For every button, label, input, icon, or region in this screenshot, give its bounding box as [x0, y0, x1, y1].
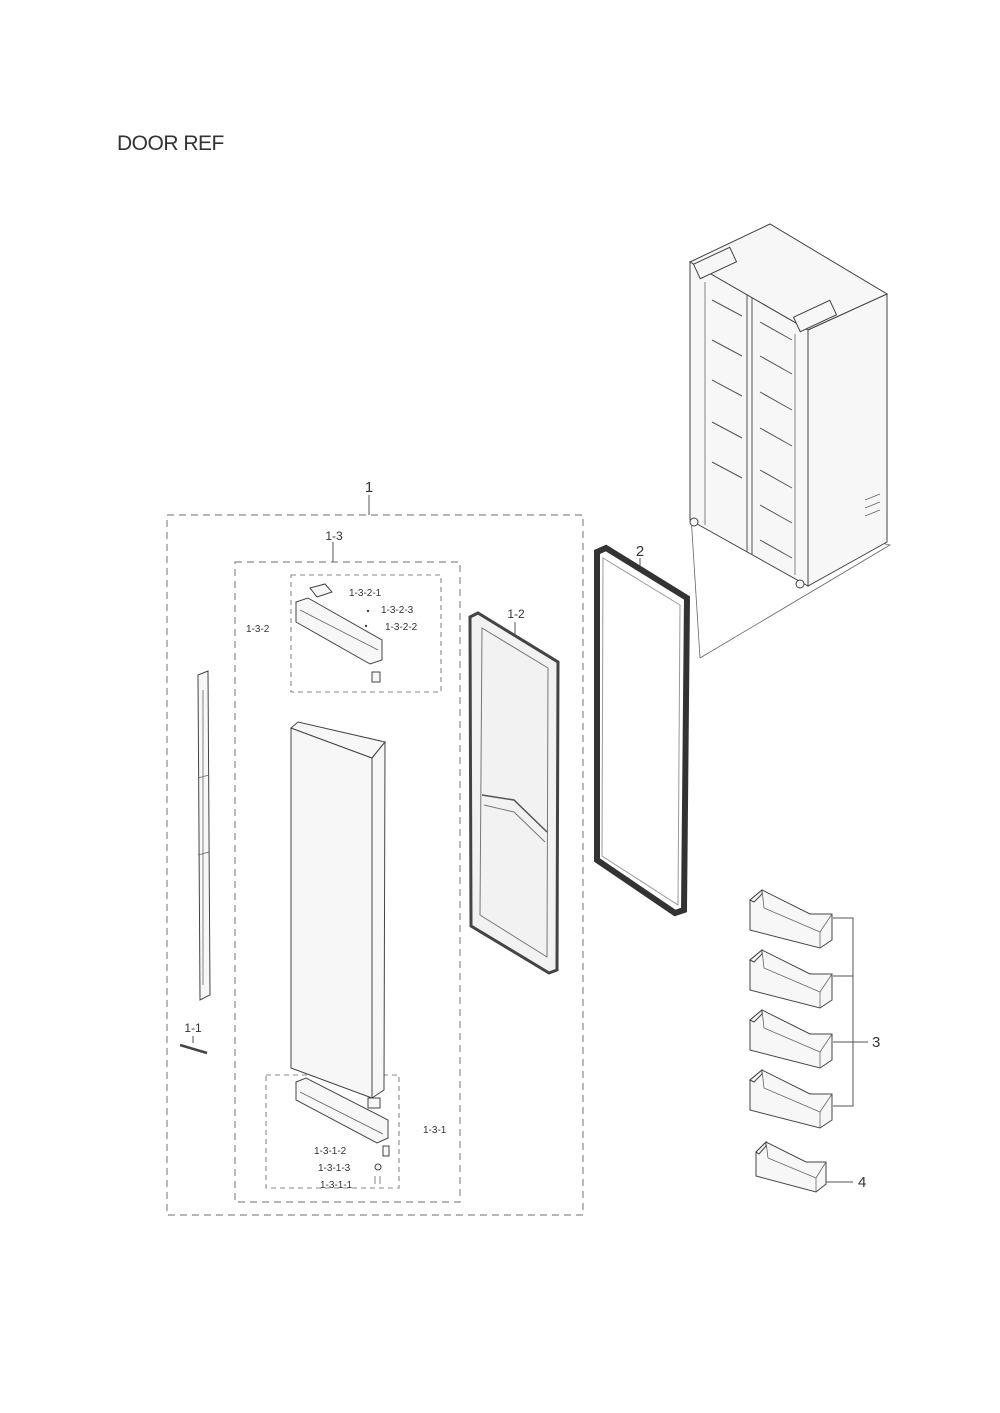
screw-icon [179, 1043, 208, 1055]
callout-1-3-1-3: 1-3-1-3 [318, 1163, 351, 1174]
callout-1-2: 1-2 [507, 607, 525, 621]
bottom-cap-icon [295, 1077, 390, 1184]
callout-1-3-2-1: 1-3-2-1 [349, 588, 382, 599]
callout-2: 2 [636, 543, 644, 560]
callout-1-3-1: 1-3-1 [423, 1125, 447, 1136]
door-bin-icon [749, 888, 833, 1193]
assembly-1-3-box [234, 561, 461, 1203]
assembly-1-3-2-box [290, 574, 442, 693]
callout-1-1: 1-1 [184, 1021, 202, 1035]
door-liner-icon [468, 611, 560, 975]
callout-3: 3 [872, 1034, 880, 1051]
callout-1: 1 [365, 479, 373, 496]
callout-1-3-1-2: 1-3-1-2 [314, 1146, 347, 1157]
callout-1-3-2: 1-3-2 [246, 624, 270, 635]
refrigerator-overview-icon [688, 223, 892, 659]
door-gasket-icon [594, 544, 691, 917]
callout-1-3-2-2: 1-3-2-2 [385, 622, 418, 633]
door-shell-icon [290, 721, 386, 1099]
callout-4: 4 [858, 1174, 866, 1191]
hinge-cap-icon [295, 583, 383, 683]
door-trim-strip-icon [197, 670, 211, 1001]
callout-1-3: 1-3 [325, 529, 343, 543]
callout-1-3-2-3: 1-3-2-3 [381, 605, 414, 616]
page-title: DOOR REF [117, 132, 224, 155]
assembly-1-box [166, 514, 584, 1216]
callout-1-3-1-1: 1-3-1-1 [320, 1180, 353, 1191]
